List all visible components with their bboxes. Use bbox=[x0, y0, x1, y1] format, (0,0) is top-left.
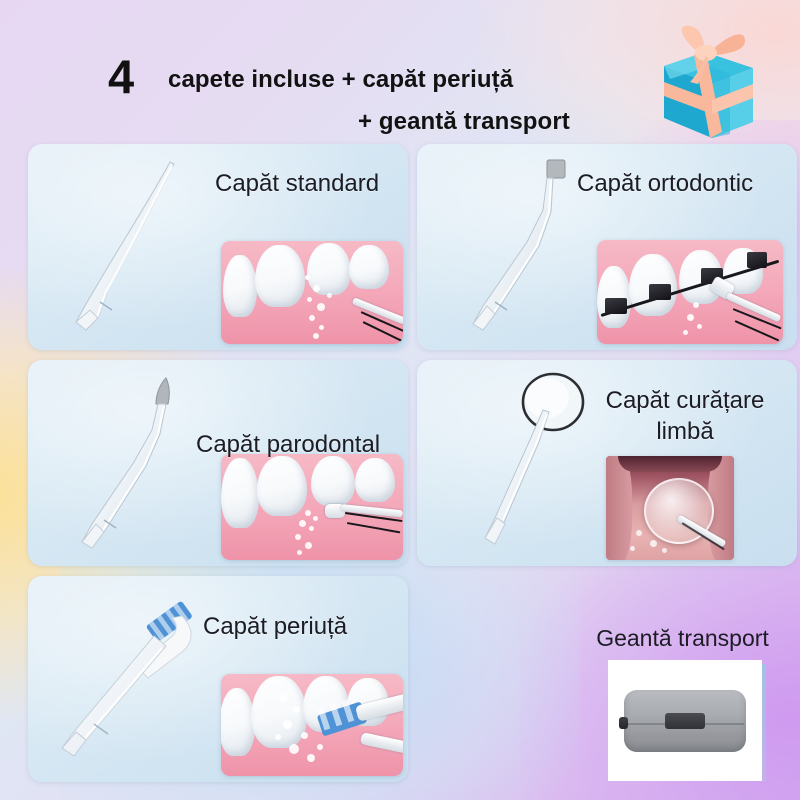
brushing-teeth-demo bbox=[221, 674, 403, 776]
tongue-scraper-tip-icon bbox=[484, 372, 585, 545]
card-curatare-limba[interactable]: Capăt curățare limbă bbox=[417, 360, 797, 566]
teeth-water-jet-demo bbox=[221, 241, 403, 344]
accessory-count: 4 bbox=[108, 50, 134, 103]
card-label-curatare-limba: Capăt curățare limbă bbox=[605, 387, 765, 445]
card-label-standard: Capăt standard bbox=[215, 170, 380, 197]
periodontal-tip-icon bbox=[81, 377, 170, 549]
orthodontic-brush-tip-icon bbox=[472, 159, 566, 331]
standard-jet-tip-icon bbox=[75, 161, 175, 331]
header: 4 capete incluse + capăt periuță + geant… bbox=[0, 22, 800, 135]
card-label-parodontal: Capăt parodontal bbox=[196, 431, 381, 458]
card-label-periuta: Capăt periuță bbox=[203, 613, 348, 640]
travel-pouch-icon bbox=[608, 660, 762, 781]
gumline-jet-demo bbox=[221, 454, 403, 560]
bag-zipper-pull bbox=[619, 717, 628, 729]
headline-line-1: capete incluse + capăt periuță bbox=[168, 66, 514, 93]
card-periuta[interactable]: Capăt periuță bbox=[28, 576, 408, 782]
toothbrush-tip-icon bbox=[61, 601, 192, 757]
card-standard[interactable]: Capăt standard bbox=[28, 144, 408, 350]
bag-label: Geantă transport bbox=[596, 625, 769, 651]
card-parodontal[interactable]: Capăt parodontal bbox=[28, 360, 408, 566]
headline-line-2: + geantă transport bbox=[358, 108, 570, 135]
tongue-cleaning-demo bbox=[606, 456, 734, 560]
card-label-ortodontic: Capăt ortodontic bbox=[577, 170, 754, 197]
gift-box-icon bbox=[650, 22, 760, 142]
braces-cleaning-demo bbox=[597, 240, 783, 344]
bag-frame-shadow bbox=[762, 664, 766, 782]
bag-brand-patch bbox=[665, 713, 705, 729]
card-ortodontic[interactable]: Capăt ortodontic bbox=[417, 144, 797, 350]
